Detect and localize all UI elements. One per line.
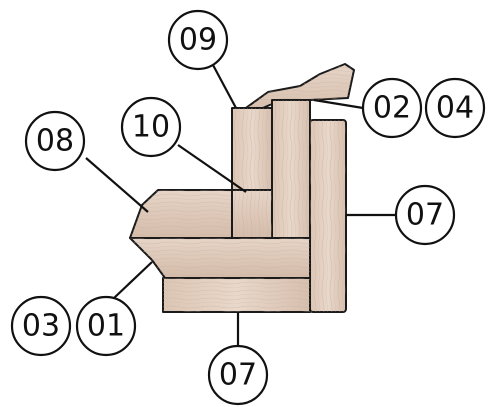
callout-07-bottom-label: 07 [219,358,257,393]
leader-0204 [313,98,364,110]
callout-04: 04 [424,77,486,139]
callout-08: 08 [24,110,86,172]
leader-0301 [113,261,153,299]
leader-09 [212,64,237,109]
callout-10-label: 10 [132,110,170,145]
callout-04-label: 04 [436,91,474,126]
callout-09-label: 09 [179,23,217,58]
callout-01: 01 [75,295,137,357]
callout-02-label: 02 [373,91,411,126]
callout-09: 09 [167,9,229,71]
callout-02: 02 [361,77,423,139]
base-plinth [162,277,311,313]
callout-07-right: 07 [394,184,456,246]
side-panel [309,119,347,313]
back-cushion [231,189,273,241]
seat-frame [129,237,311,279]
callout-03-label: 03 [22,309,60,344]
callout-03: 03 [10,295,72,357]
callout-07-bottom: 07 [207,344,269,406]
leader-08 [85,157,149,213]
callout-07-right-label: 07 [406,198,444,233]
leader-10 [177,144,247,193]
callout-10: 10 [120,96,182,158]
callout-01-label: 01 [87,309,125,344]
callout-08-label: 08 [36,124,74,159]
seat-cushion [129,189,233,241]
